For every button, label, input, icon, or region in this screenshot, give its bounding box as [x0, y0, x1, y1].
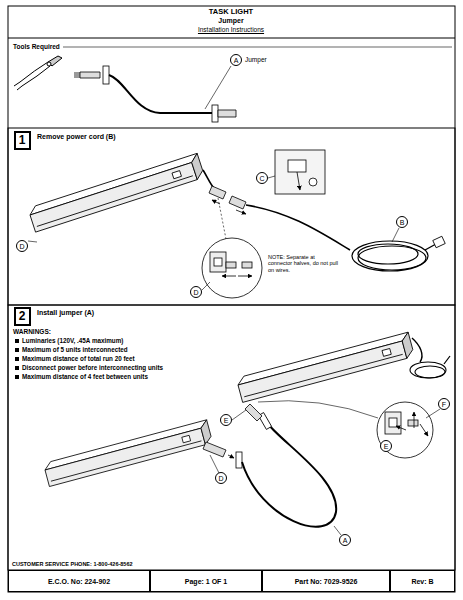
- callout-letter: E: [224, 417, 229, 424]
- connector-inset: [202, 198, 262, 298]
- callout-circle: A: [339, 534, 351, 546]
- warning-item: Maximum distance of 4 feet between units: [22, 373, 148, 380]
- bullets: [15, 339, 19, 379]
- callout-letter: 2: [19, 310, 26, 322]
- label-text: Jumper: [131, 17, 331, 25]
- end-cap-detail: [268, 150, 325, 194]
- label-text: Install jumper (A): [37, 309, 94, 317]
- step-number-box: 2: [14, 307, 31, 326]
- callout-circle: D: [190, 286, 202, 298]
- footer-text: E.C.O. No: 224-902: [48, 578, 110, 585]
- interconnected-fixtures: [43, 332, 450, 535]
- callout-letter: C: [259, 175, 264, 182]
- callout-letter: A: [234, 57, 239, 64]
- callout-circle: F: [438, 398, 450, 410]
- jumper-illustration: [74, 66, 236, 122]
- callout-letter: F: [442, 401, 446, 408]
- jumper-inset: [377, 402, 440, 458]
- footer-cell: Part No: 7029-9526: [262, 570, 390, 592]
- footer-cell: Page: 1 OF 1: [150, 570, 262, 592]
- label-text: Jumper: [245, 56, 267, 63]
- callout-circle: A: [230, 54, 242, 66]
- callout-letter: D: [19, 243, 24, 250]
- label-text: CUSTOMER SERVICE PHONE: 1-800-426-8562: [12, 561, 133, 567]
- step-number-box: 1: [14, 131, 31, 150]
- note-text: NOTE: Separate at connector halves, do n…: [268, 254, 340, 273]
- warning-item: Disconnect power before interconnecting …: [22, 364, 163, 371]
- callout-circle: B: [396, 216, 408, 228]
- footer-text: Part No: 7029-9526: [295, 578, 358, 585]
- callout-circle: D: [215, 472, 227, 484]
- callout-circle: C: [256, 172, 268, 184]
- label-text: Remove power cord (B): [37, 133, 116, 141]
- footer-cell: Rev: B: [390, 570, 455, 592]
- title-text: TASK LIGHT: [131, 8, 331, 17]
- warning-item: Luminaries (120V, .45A maximum): [22, 337, 123, 344]
- label-text: Tools Required: [13, 43, 63, 50]
- callout-circle: E: [220, 414, 232, 426]
- footer-cell: E.C.O. No: 224-902: [8, 570, 150, 592]
- warning-item: Maximum of 5 units interconnected: [22, 346, 128, 353]
- callout-letter: D: [218, 475, 223, 482]
- footer-text: Rev: B: [411, 578, 433, 585]
- callout-letter: D: [193, 289, 198, 296]
- pliers-icon: [14, 56, 62, 90]
- callout-letter: A: [343, 537, 348, 544]
- warning-item: Maximum distance of total run 20 feet: [22, 355, 135, 362]
- callout-circle: D: [16, 240, 28, 252]
- callout-circle: E: [380, 440, 392, 452]
- callout-letter: B: [400, 219, 405, 226]
- label-text: Installation Instructions: [131, 26, 331, 33]
- footer-text: Page: 1 OF 1: [185, 578, 227, 585]
- callout-letter: 1: [19, 134, 26, 146]
- label-text: WARNINGS:: [13, 328, 51, 335]
- callout-letter: E: [384, 443, 389, 450]
